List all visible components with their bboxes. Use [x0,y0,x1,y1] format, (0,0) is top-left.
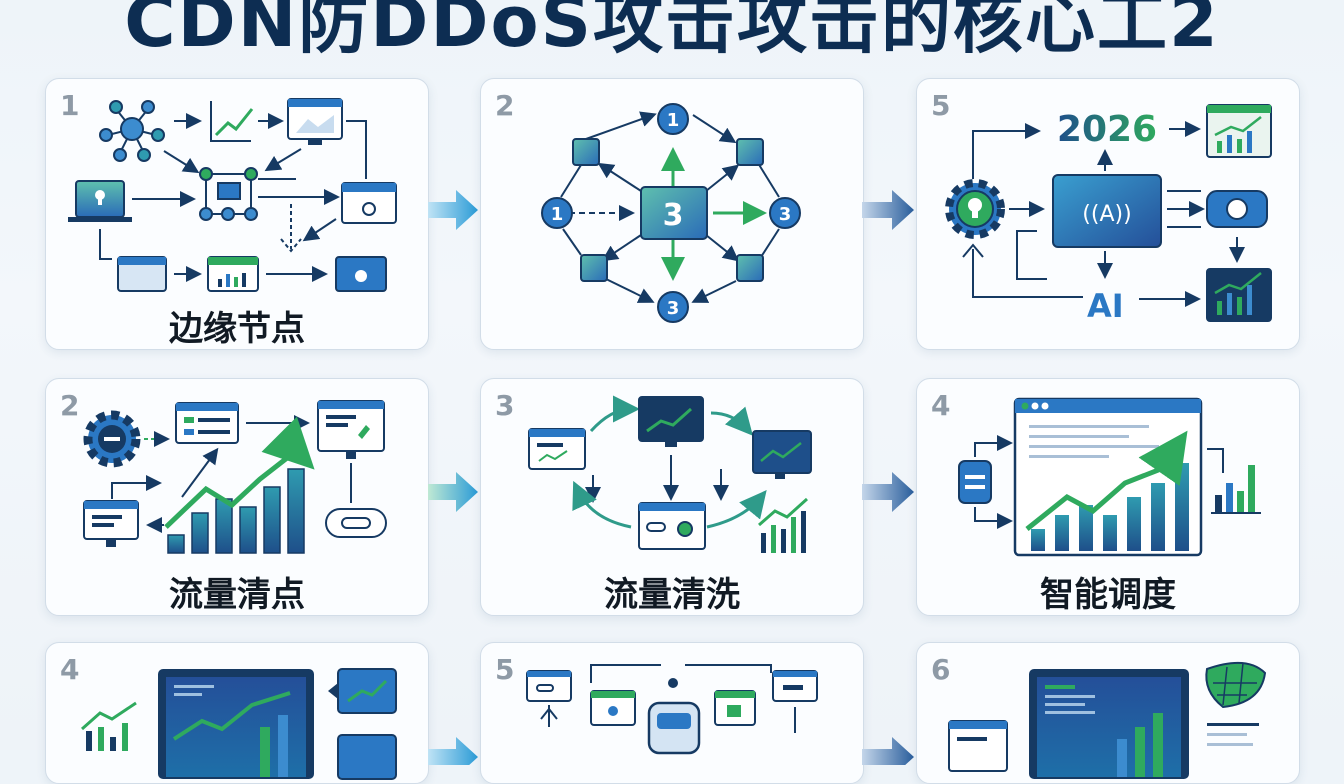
growth-chart-icon [81,701,137,751]
dashboard-diagram [948,661,1267,779]
card-ai-scheduling: 5 2026 ((A)) [916,78,1300,350]
card-number: 1 [60,89,80,122]
card-label: 流量清洗 [604,575,740,615]
central-node-label: 3 [663,198,684,233]
dashboard-monitor-icon [158,669,314,779]
flow-arrow-right-icon [862,190,914,230]
chart-window-icon [1206,268,1272,322]
flow-arrow-right-icon [862,472,914,512]
node-circle [769,197,801,229]
chart-window-icon [1206,104,1272,158]
node-label: 1 [551,204,564,225]
node-circle [657,103,689,135]
node-square [580,254,608,282]
node-square [736,138,764,166]
chart-icon [210,101,254,142]
list-window-icon [175,402,239,444]
bar-chart [164,416,315,554]
toggle-icon [325,508,387,538]
laptop-location-icon [68,180,132,222]
card-number: 5 [495,653,515,686]
card-traffic-count: 2 [45,378,429,616]
laptop-icon [83,500,139,547]
card-row3-monitor: 4 [45,642,429,784]
dashboard-window-icon [1013,397,1203,557]
card-number: 4 [931,389,951,422]
year-label: 2026 [1057,109,1157,150]
bar-window-icon [207,256,259,292]
chart-window-icon [337,734,397,780]
card-label: 边缘节点 [169,309,305,349]
monitor-icon [317,400,385,459]
chip-label: ((A)) [1082,202,1131,227]
card-edge-nodes: 1 [45,78,429,350]
card-row3-robot: 5 [480,642,864,784]
network-icon [99,100,165,162]
traffic-count-diagram [83,400,387,554]
dashboard-monitor-icon [1029,669,1189,779]
gear-idea-icon [945,179,1005,239]
monitor-icon [638,396,704,447]
chart-window-icon [752,430,812,479]
mini-bar-chart-icon [1211,465,1261,514]
gear-icon [83,410,141,468]
ai-diagram: 2026 ((A)) [945,104,1272,325]
card-number: 4 [60,653,80,686]
node-square [736,254,764,282]
chart-window-icon [337,668,397,714]
window-icon [714,690,756,726]
card-node-network: 2 [480,78,864,350]
central-node [640,186,708,240]
node-label: 1 [667,110,680,131]
card-number: 2 [495,89,515,122]
smart-scheduling-diagram [958,397,1261,557]
flow-arrow-right-icon [428,737,478,765]
window-icon [526,670,572,702]
card-number: 2 [60,389,80,422]
flow-arrow-right-icon [862,737,914,765]
node-circle [541,197,573,229]
edge-nodes-diagram [68,98,397,292]
window-icon [772,670,818,702]
node-network-diagram: 3 1 1 3 3 [541,103,801,323]
ai-label: AI [1087,287,1124,325]
card-label: 流量清点 [169,575,305,615]
node-square [572,138,600,166]
card-label: 智能调度 [1040,575,1176,615]
card-traffic-cleaning: 3 [480,378,864,616]
node-label: 3 [667,298,680,319]
ai-chip-icon: ((A)) [1052,174,1162,248]
growth-chart-icon [758,497,809,553]
window-icon [590,690,636,726]
node-circle [657,291,689,323]
traffic-cleaning-diagram [528,395,812,553]
robot-diagram [526,664,818,755]
window-icon-small [117,256,167,292]
laptop-icon [948,720,1008,772]
card-number: 3 [495,389,515,422]
card-number: 6 [931,653,951,686]
server-icon [958,460,992,504]
robot-icon [647,678,701,755]
cleaning-console-icon [638,502,706,550]
text-document-icon [1207,723,1259,746]
card-row3-dashboard: 6 [916,642,1300,784]
toggle-device-icon [1206,190,1268,228]
card-number: 5 [931,89,951,122]
card-smart-scheduling: 4 智能调度 [916,378,1300,616]
browser-window-icon [335,256,387,292]
page-title: CDN防DDoS攻击攻击的核心工2 [124,0,1220,63]
globe-grid-icon [1205,661,1267,709]
node-cluster-icon [199,167,258,221]
browser-window-icon [341,182,397,224]
monitoring-diagram [81,668,397,780]
monitor-icon [287,98,343,145]
node-label: 3 [779,204,792,225]
laptop-icon [528,428,586,470]
flow-arrow-right-icon [428,190,478,230]
flow-arrow-right-icon [428,472,478,512]
